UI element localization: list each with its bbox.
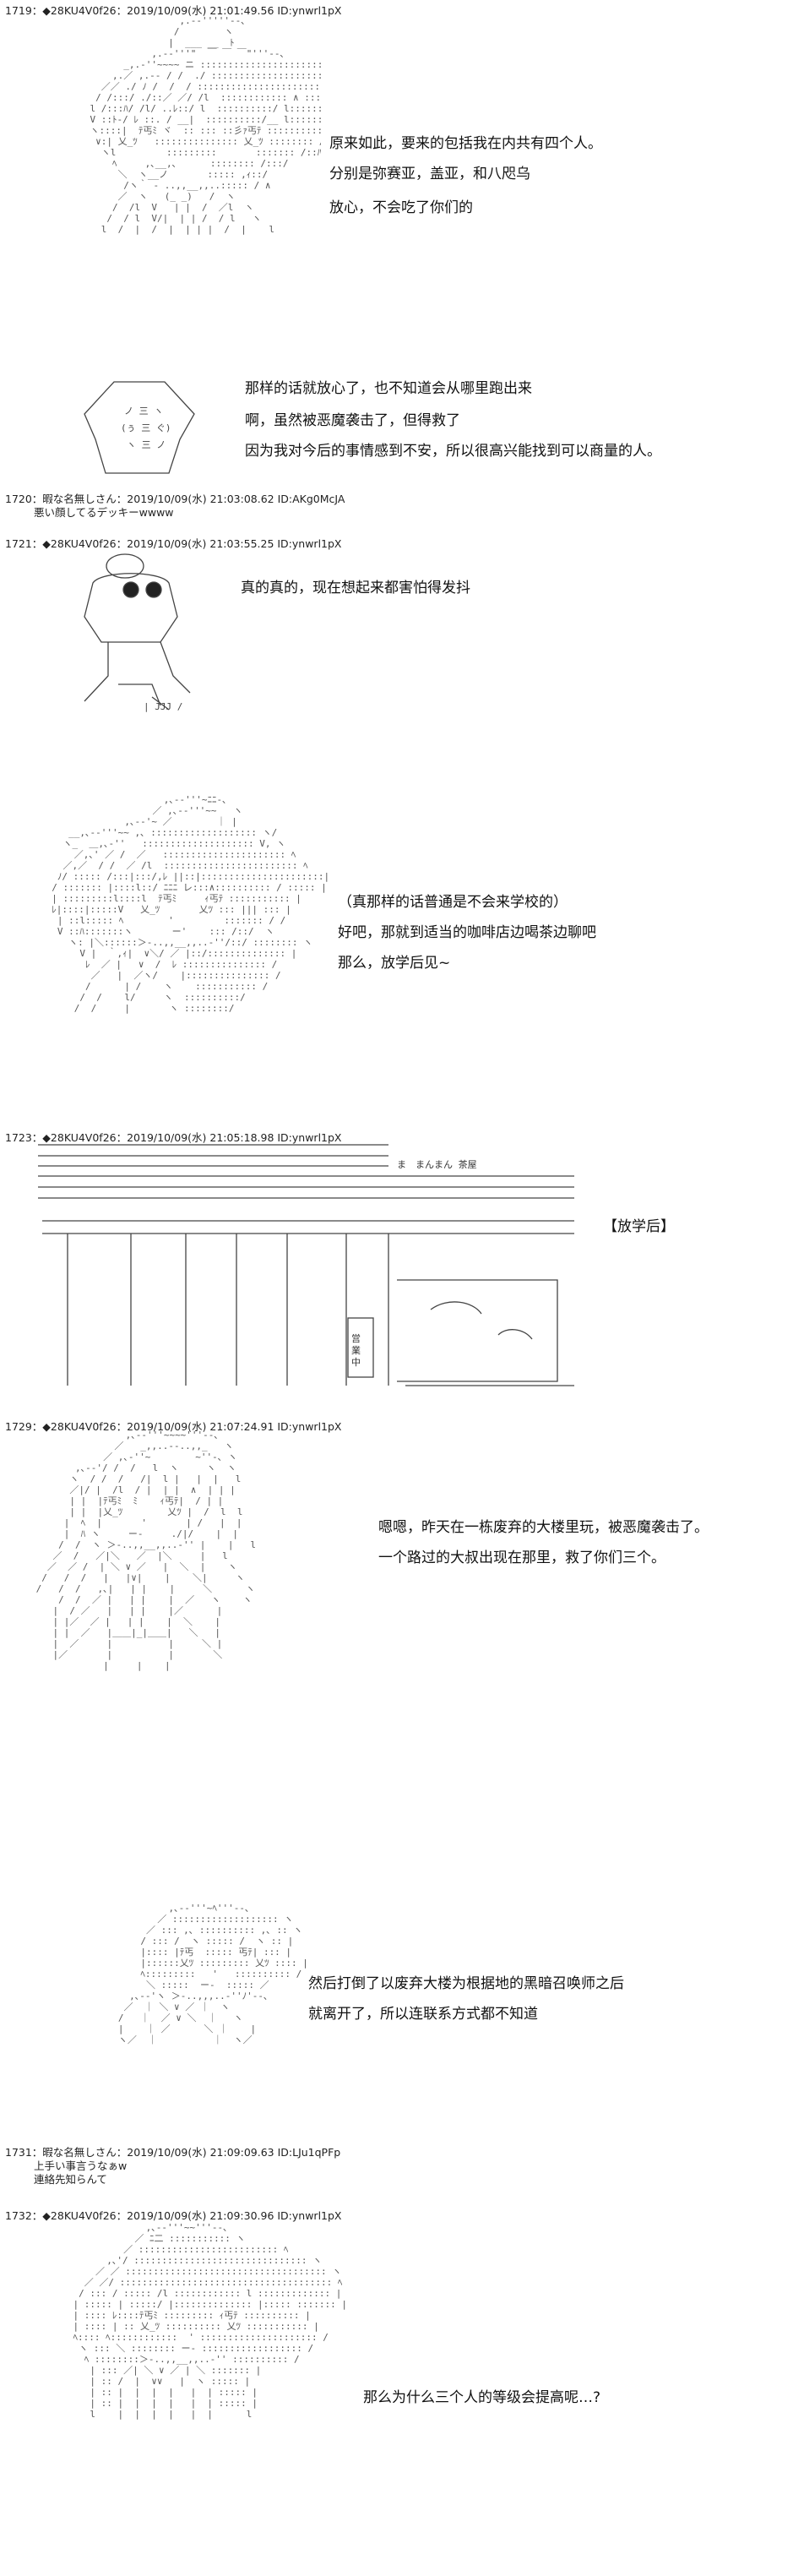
dialogue-line: 那么为什么三个人的等级会提高呢…?: [363, 2389, 601, 2406]
post-header: 1723：◆28KU4V0f26：2019/10/09(水) 21:05:18.…: [5, 1131, 342, 1144]
dialogue-line: 原来如此，要来的包括我在内共有四个人。: [329, 135, 602, 152]
svg-text:ノ 三 ヽ: ノ 三 ヽ: [124, 406, 163, 417]
dialogue-line: 啊，虽然被恶魔袭击了，但得救了: [245, 412, 460, 429]
blob-creature-art: ノ 三 ヽ (ぅ 三 ぐ) ヽ 三 ノ: [84, 381, 195, 474]
shop-sign: ま まんまん 茶屋: [397, 1159, 477, 1170]
reply-text: 上手い事言うなぁw: [34, 2159, 128, 2172]
post-header: 1729：◆28KU4V0f26：2019/10/09(水) 21:07:24.…: [5, 1420, 342, 1433]
svg-text:(ぅ 三 ぐ): (ぅ 三 ぐ): [121, 422, 171, 433]
dialogue-line: 嗯嗯，昨天在一栋废弃的大楼里玩，被恶魔袭击了。: [378, 1519, 709, 1536]
ascii-art-character-2: ,､-‐'''~ﾆﾆ-､ ／ ,､-‐'''~~ ヽ ,､-‐'~ ／ ｜ | …: [52, 794, 330, 1014]
scene-caption: 【放学后】: [603, 1218, 675, 1235]
post-header: 1731：暇な名無しさん：2019/10/09(水) 21:09:09.63 I…: [5, 2146, 341, 2159]
dialogue-line: 就离开了，所以连联系方式都不知道: [308, 2006, 538, 2023]
reply-text: 連絡先知らんて: [34, 2173, 107, 2186]
open-sign: 営業中: [351, 1333, 361, 1368]
dialogue-line: 好吧，那就到适当的咖啡店边喝茶边聊吧: [338, 924, 596, 941]
ascii-art-character-3: ,､-‐'''~~~~'''‐-､ ／ _,,..--..,,_ ヽ ／ ,､-…: [35, 1430, 257, 1671]
post-header: 1732：◆28KU4V0f26：2019/10/09(水) 21:09:30.…: [5, 2209, 342, 2222]
ascii-art-character-5: ,､-‐'''~~'''‐-､ ／ ﾆ二 ::::::::::: ヽ ／ :::…: [73, 2222, 347, 2420]
dialogue-line: 然后打倒了以废弃大楼为根据地的黑暗召唤师之后: [308, 1975, 624, 1992]
ascii-art-character: ,.-‐'''''‐-､ / ヽ | ___ __ ﾄ ,.-‐'''" ￣ ￣…: [90, 15, 321, 235]
post-header: 1719：◆28KU4V0f26：2019/10/09(水) 21:01:49.…: [5, 4, 342, 17]
ascii-art-character-4: ,､-‐'''~ﾍ'''‐-､ ／ ::::::::::::::::::: ヽ …: [117, 1903, 308, 2045]
dialogue-line: 那样的话就放心了，也不知道会从哪里跑出来: [245, 380, 532, 397]
svg-text:ヽ 三 ノ: ヽ 三 ノ: [127, 439, 166, 450]
dialogue-line: 真的真的，现在想起来都害怕得发抖: [241, 580, 470, 596]
dialogue-line: 因为我对今后的事情感到不安，所以很高兴能找到可以商量的人。: [245, 443, 661, 460]
svg-text:| JJJ /: | JJJ /: [144, 701, 182, 712]
dialogue-line: 分别是弥赛亚，盖亚，和八咫乌: [329, 166, 530, 182]
dialogue-line: （真那样的话普通是不会来学校的）: [338, 894, 568, 911]
post-header: 1721：◆28KU4V0f26：2019/10/09(水) 21:03:55.…: [5, 537, 342, 550]
dialogue-line: 一个路过的大叔出现在那里，救了你们三个。: [378, 1549, 665, 1566]
dialogue-line: 放心，不会吃了你们的: [329, 199, 473, 216]
round-face-character-art: | JJJ /: [84, 553, 191, 712]
teahouse-scene-art: [38, 1144, 574, 1386]
reply-text: 悪い顔してるデッキーwwww: [34, 506, 174, 519]
post-header: 1720：暇な名無しさん：2019/10/09(水) 21:03:08.62 I…: [5, 493, 345, 505]
dialogue-line: 那么，放学后见~: [338, 955, 451, 972]
